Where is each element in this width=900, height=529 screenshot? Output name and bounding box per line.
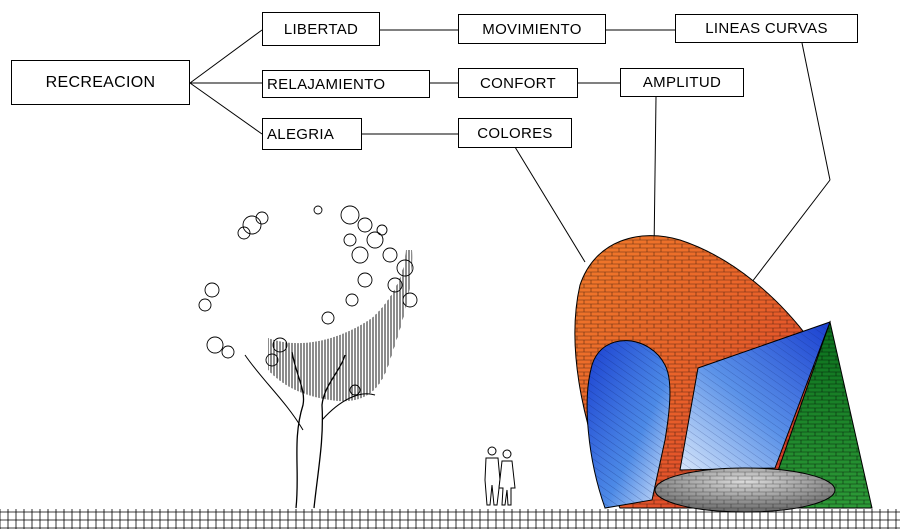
node-amplitud: AMPLITUD (620, 68, 744, 97)
node-libertad: LIBERTAD (262, 12, 380, 46)
ground-strip (0, 509, 900, 529)
dome-pavilion (574, 235, 873, 513)
node-alegria: ALEGRIA (262, 118, 362, 150)
node-recreacion: RECREACION (11, 60, 190, 105)
tree-illustration (198, 205, 418, 509)
node-movimiento: MOVIMIENTO (458, 14, 606, 44)
node-lineas-curvas: LINEAS CURVAS (675, 14, 858, 43)
people-silhouette (484, 446, 516, 506)
node-relajamiento: RELAJAMIENTO (262, 70, 430, 98)
node-confort: CONFORT (458, 68, 578, 98)
connector-lines (189, 29, 831, 296)
node-colores: COLORES (458, 118, 572, 148)
